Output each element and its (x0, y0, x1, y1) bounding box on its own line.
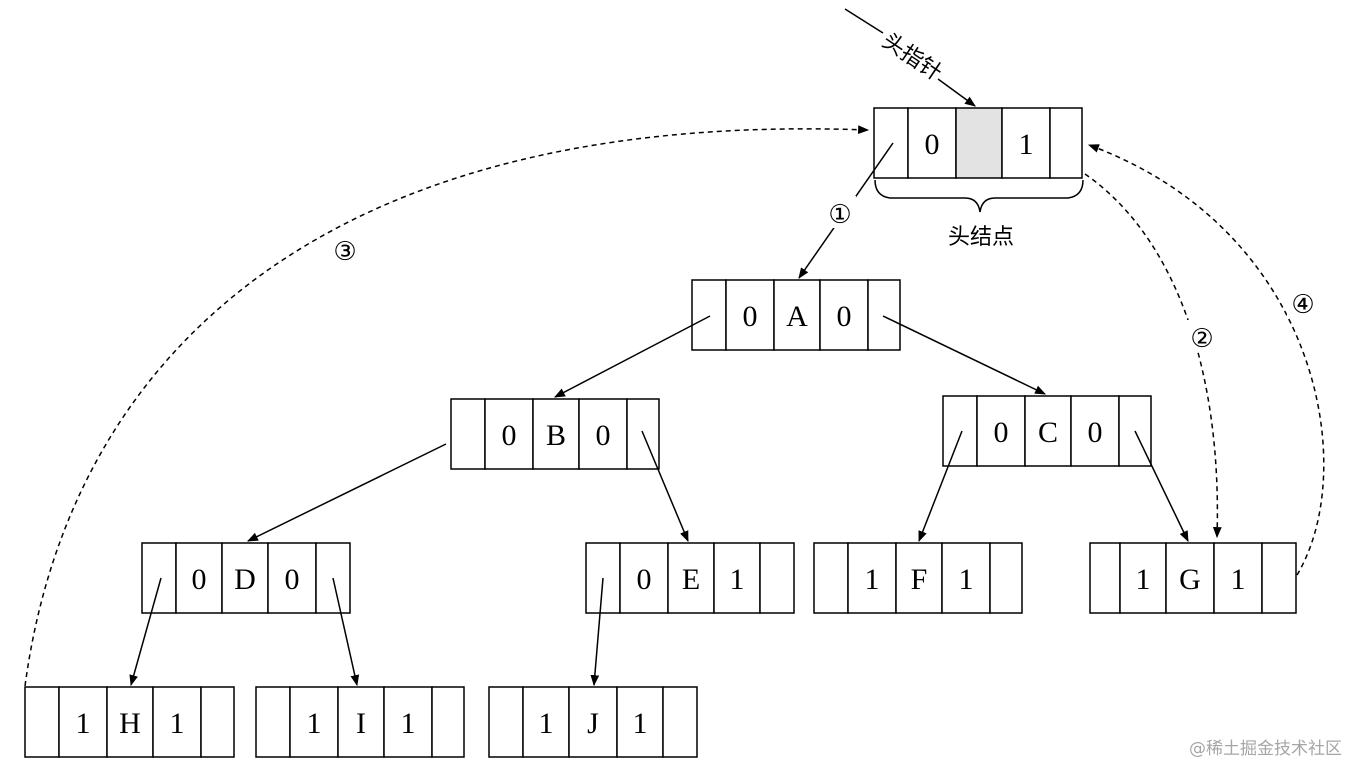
node-G-data: G (1179, 563, 1201, 596)
head-data-cell (955, 107, 1003, 179)
node-G-ltag: 1 (1136, 563, 1151, 596)
edge-C-G (1134, 430, 1189, 542)
node-F-data: F (911, 563, 928, 596)
node-B-ltag: 0 (502, 419, 517, 452)
node-I-rtag: 1 (401, 707, 416, 740)
node-J-data: J (587, 707, 599, 740)
node-F-rtag: 1 (959, 563, 974, 596)
node-D-rtag: 0 (285, 563, 300, 596)
node-E: 0 E 1 (585, 542, 795, 614)
node-B-rtag: 0 (596, 419, 611, 452)
node-D-data: D (234, 563, 256, 596)
node-H-data: H (119, 707, 141, 740)
watermark: @稀土掘金技术社区 (1189, 739, 1342, 759)
thread-label-4: ④ (1291, 290, 1314, 320)
node-A-ltag: 0 (743, 300, 758, 333)
head-pointer-arrow (937, 78, 976, 107)
node-I-ltag: 1 (307, 707, 322, 740)
node-G-rtag: 1 (1231, 563, 1246, 596)
edge-A-B (554, 315, 711, 398)
node-H: 1 H 1 (24, 686, 235, 758)
node-E-data: E (682, 563, 700, 596)
node-A: 0 A 0 (691, 279, 901, 351)
node-F-ltag: 1 (865, 563, 880, 596)
edge-B-D (247, 443, 447, 542)
edge-D-I (332, 577, 360, 687)
node-J-ltag: 1 (539, 707, 554, 740)
node-B: 0 B 0 (450, 398, 660, 470)
node-C: 0 C 0 (942, 395, 1152, 467)
thread-label-1: ① (828, 200, 851, 230)
head-rtag-cell (1001, 107, 1051, 179)
node-I: 1 I 1 (255, 686, 465, 758)
thread-label-2: ② (1190, 324, 1213, 354)
node-I-data: I (356, 707, 366, 740)
node-J: 1 J 1 (488, 686, 698, 758)
node-H-rtag: 1 (170, 707, 185, 740)
node-B-data: B (546, 419, 566, 452)
node-J-rtag: 1 (633, 707, 648, 740)
head-pointer-label: 头指针 (877, 29, 946, 87)
head-node-label: 头结点 (948, 225, 1014, 250)
node-H-ltag: 1 (76, 707, 91, 740)
node-D: 0 D 0 (141, 542, 351, 614)
node-C-data: C (1038, 416, 1058, 449)
node-A-data: A (786, 300, 808, 333)
head-node: 0 1 (873, 107, 1083, 179)
head-rtag: 1 (1019, 128, 1034, 161)
edge-C-F (918, 430, 963, 543)
edge-E-J (590, 577, 604, 687)
thread-4-G-to-head (1087, 144, 1325, 576)
edge-B-E (641, 430, 689, 543)
node-D-ltag: 0 (192, 563, 207, 596)
node-F: 1 F 1 (813, 542, 1023, 614)
head-node-brace (874, 179, 1084, 213)
head-pointer-line-a (844, 8, 884, 34)
thread-3-H-to-head (24, 125, 870, 687)
node-E-rtag: 1 (730, 563, 745, 596)
node-C-rtag: 0 (1088, 416, 1103, 449)
thread-label-3: ③ (333, 237, 356, 267)
node-E-ltag: 0 (637, 563, 652, 596)
head-rchild-cell (1049, 107, 1083, 179)
node-C-ltag: 0 (994, 416, 1009, 449)
edge-D-H (129, 577, 162, 687)
thread-2-head-to-G (1084, 173, 1222, 539)
edge-A-C (882, 315, 1046, 395)
head-lchild-cell (873, 107, 909, 179)
node-G: 1 G 1 (1089, 542, 1297, 614)
head-ltag-cell (907, 107, 957, 179)
node-A-rtag: 0 (837, 300, 852, 333)
head-ltag: 0 (925, 128, 940, 161)
